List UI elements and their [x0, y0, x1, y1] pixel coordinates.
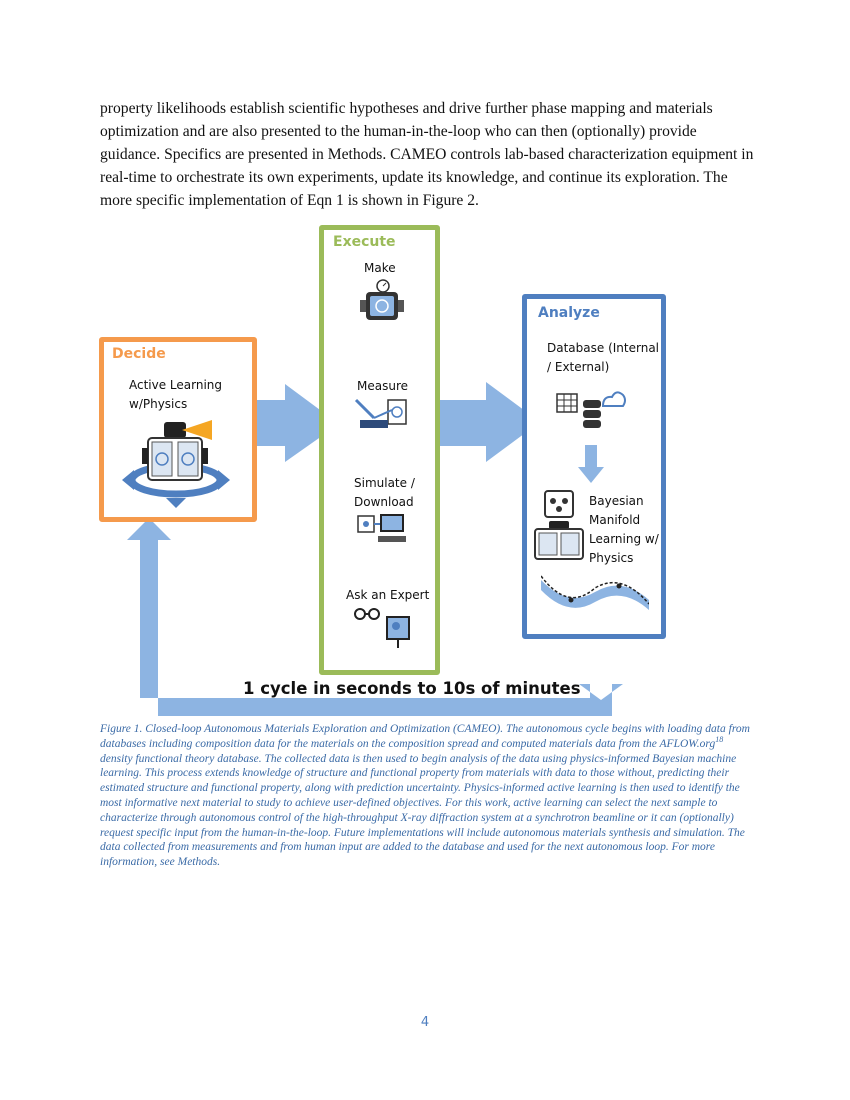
database-to-bml-arrow [578, 445, 604, 483]
page-number: 4 [420, 1015, 430, 1030]
caption-part1: Figure 1. Closed-loop Autonomous Materia… [100, 723, 750, 750]
measure-xrd-icon [354, 398, 407, 428]
caption-reference: 18 [715, 734, 724, 744]
body-paragraph-text: property likelihoods establish scientifi… [100, 100, 754, 209]
database-label-line1: Database (Internal [547, 341, 660, 355]
database-icon [556, 391, 626, 428]
execute-to-analyze-arrow [422, 382, 540, 462]
bml-label-line1: Bayesian [589, 494, 644, 508]
decide-label-line2: w/Physics [129, 397, 188, 411]
ask-expert-icon [354, 608, 410, 648]
bml-plot-icon [541, 575, 649, 610]
simulate-download-icon [357, 514, 406, 542]
ask-expert-label: Ask an Expert [346, 588, 430, 602]
simulate-label-line1: Simulate / [354, 476, 415, 490]
robot-active-learning-icon [122, 420, 230, 508]
bml-label-line3: Learning w/ [589, 532, 659, 546]
execute-title: Execute [333, 234, 396, 250]
robot-bml-icon [534, 490, 584, 560]
body-paragraph: property likelihoods establish scientifi… [100, 97, 755, 212]
decide-title: Decide [112, 346, 166, 362]
decide-label-line1: Active Learning [129, 378, 223, 392]
caption-part2: density functional theory database. The … [100, 752, 745, 869]
analyze-title: Analyze [538, 305, 600, 321]
measure-label: Measure [357, 379, 408, 393]
database-label-line2: / External) [547, 360, 610, 374]
make-synthesis-icon [360, 279, 404, 320]
simulate-label-line2: Download [354, 495, 414, 509]
make-label: Make [364, 261, 396, 275]
bml-label-line2: Manifold [589, 513, 641, 527]
bml-label-line4: Physics [589, 551, 634, 565]
cycle-time-label: 1 cycle in seconds to 10s of minutes [243, 679, 581, 698]
decide-to-execute-arrow [239, 384, 339, 462]
figure-caption: Figure 1. Closed-loop Autonomous Materia… [100, 722, 755, 870]
